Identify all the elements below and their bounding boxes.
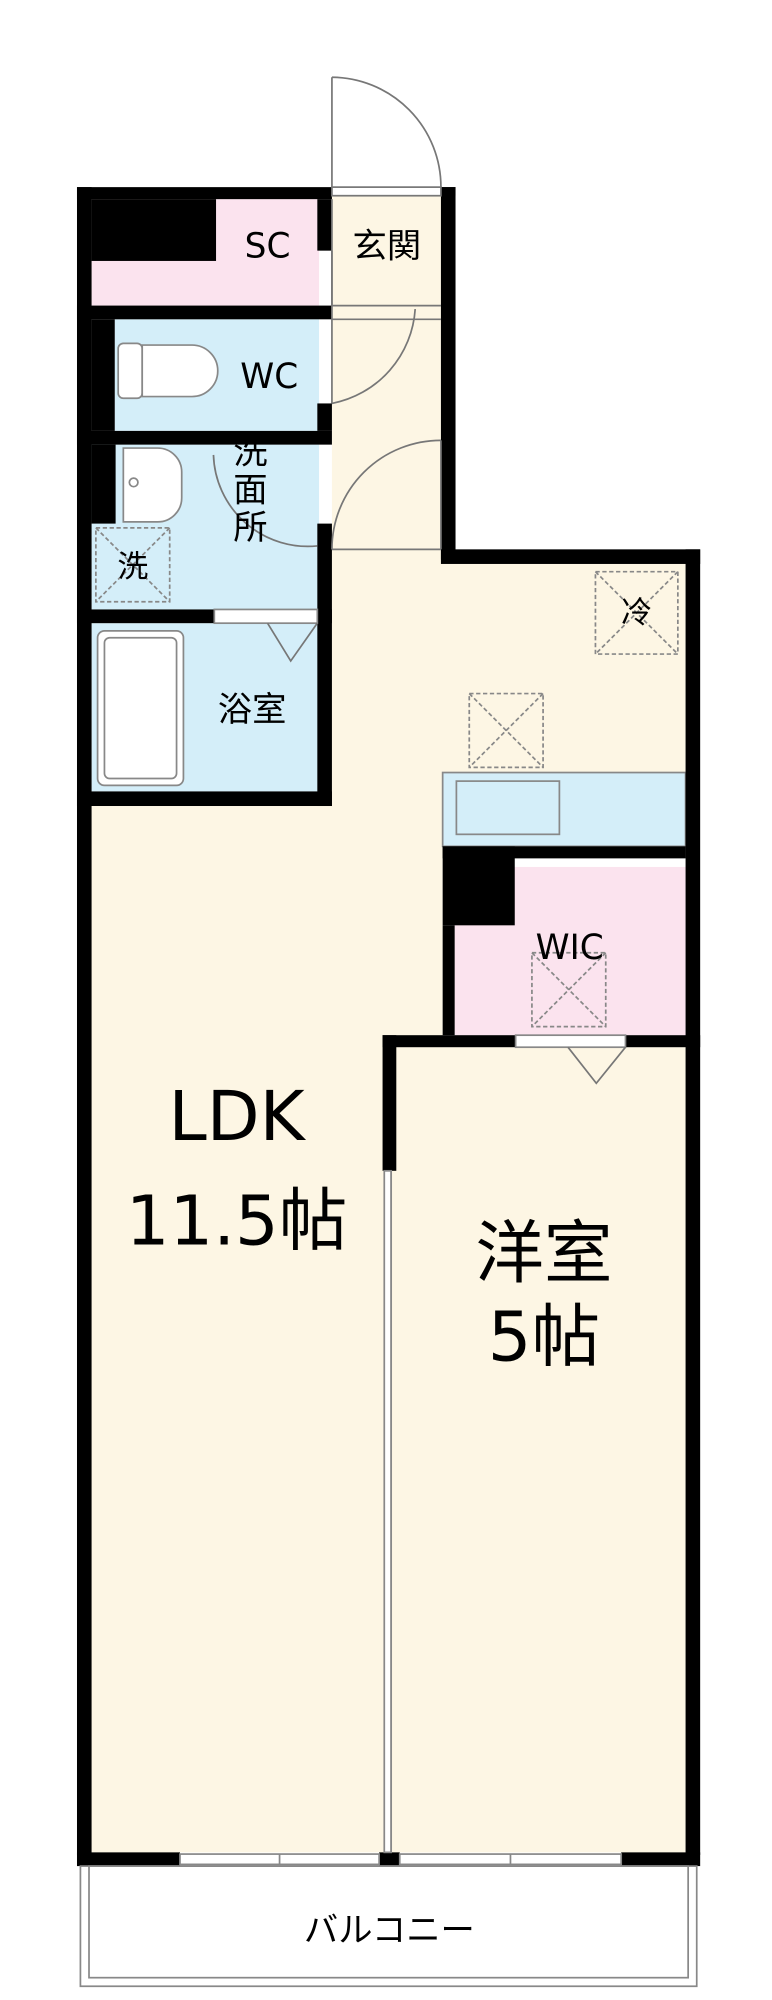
label-balcony: バルコニー bbox=[304, 1911, 475, 1951]
plan-content: SC 玄関 WC 洗面所 洗 浴室 冷 WIC LDK 11.5帖 洋室 5帖 … bbox=[76, 76, 701, 1988]
label-ldk-name: LDK bbox=[169, 1077, 307, 1157]
label-genkan: 玄関 bbox=[353, 227, 422, 267]
label-sentakki: 洗 bbox=[117, 549, 148, 585]
toilet-bowl bbox=[141, 344, 219, 398]
label-yokushitsu: 浴室 bbox=[218, 690, 287, 730]
label-reizoko: 冷 bbox=[621, 595, 652, 631]
fixtures bbox=[95, 342, 679, 1028]
labels: SC 玄関 WC 洗面所 洗 浴室 冷 WIC LDK 11.5帖 洋室 5帖 … bbox=[117, 227, 652, 1951]
label-senmenjo-char: 所 bbox=[233, 508, 267, 548]
windows bbox=[179, 608, 627, 1866]
kitchen-sink bbox=[455, 780, 561, 836]
label-wc: WC bbox=[240, 357, 298, 397]
toilet-tank bbox=[117, 342, 144, 400]
washbasin bbox=[122, 447, 183, 523]
label-sc: SC bbox=[245, 227, 291, 267]
walls bbox=[76, 187, 701, 1867]
label-yoshitsu-size: 5帖 bbox=[488, 1298, 600, 1378]
label-wic: WIC bbox=[536, 928, 604, 968]
yoshitsu-floor bbox=[396, 1047, 686, 1853]
bathtub bbox=[96, 630, 185, 787]
label-yoshitsu-name: 洋室 bbox=[475, 1214, 612, 1294]
label-senmenjo-char: 面 bbox=[233, 470, 267, 510]
label-senmenjo: 洗面所 bbox=[233, 433, 267, 549]
wic-hatch bbox=[531, 951, 607, 1028]
balcony bbox=[79, 1865, 698, 1988]
sliding-partition bbox=[383, 1169, 393, 1854]
label-ldk-size: 11.5帖 bbox=[126, 1182, 348, 1262]
label-senmenjo-char: 洗 bbox=[233, 433, 267, 473]
range-space bbox=[468, 692, 544, 769]
doors bbox=[212, 76, 627, 1085]
